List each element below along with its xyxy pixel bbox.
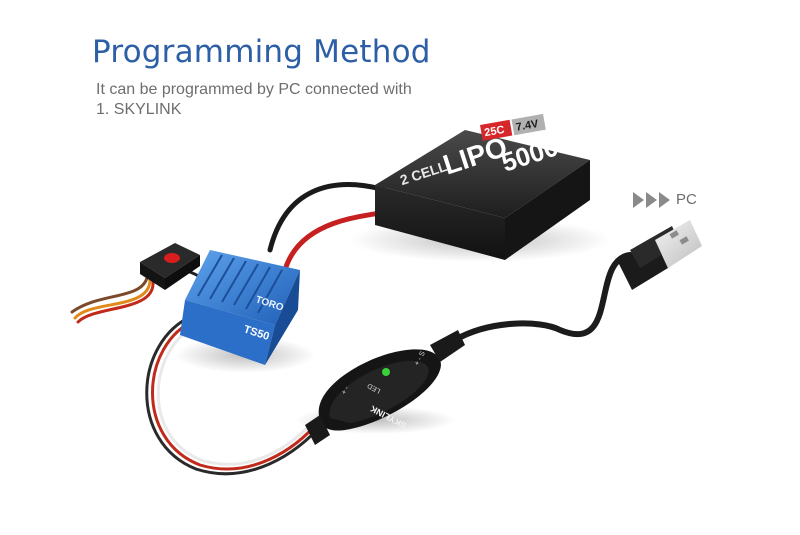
pc-pointer: PC (633, 191, 697, 208)
switch-button-icon (164, 253, 180, 263)
esc-signal-wires (145, 314, 324, 476)
skylink-module: SKYLINK LED + - + - S (305, 330, 465, 445)
usb-plug (618, 220, 702, 290)
description-line-1: It can be programmed by PC connected wit… (96, 81, 412, 98)
description-line-2: 1. SKYLINK (96, 101, 182, 118)
battery-discharge: 25C (483, 124, 505, 139)
description: It can be programmed by PC connected wit… (96, 80, 412, 120)
power-switch (140, 243, 200, 290)
page-title: Programming Method (92, 34, 431, 70)
battery-capacity-unit: mAh (561, 137, 584, 154)
esc-unit: TORO TS50 (180, 250, 300, 365)
led-indicator-icon (382, 368, 390, 376)
battery-voltage: 7.4V (515, 118, 540, 134)
lipo-battery: 2 CELL LIPO 25C 7.4V 5000 mAh (375, 113, 590, 260)
skylink-pins-left: + - (341, 385, 351, 396)
pc-label: PC (676, 191, 697, 208)
triple-arrow-right-icon (633, 191, 670, 208)
usb-cable (452, 252, 633, 343)
